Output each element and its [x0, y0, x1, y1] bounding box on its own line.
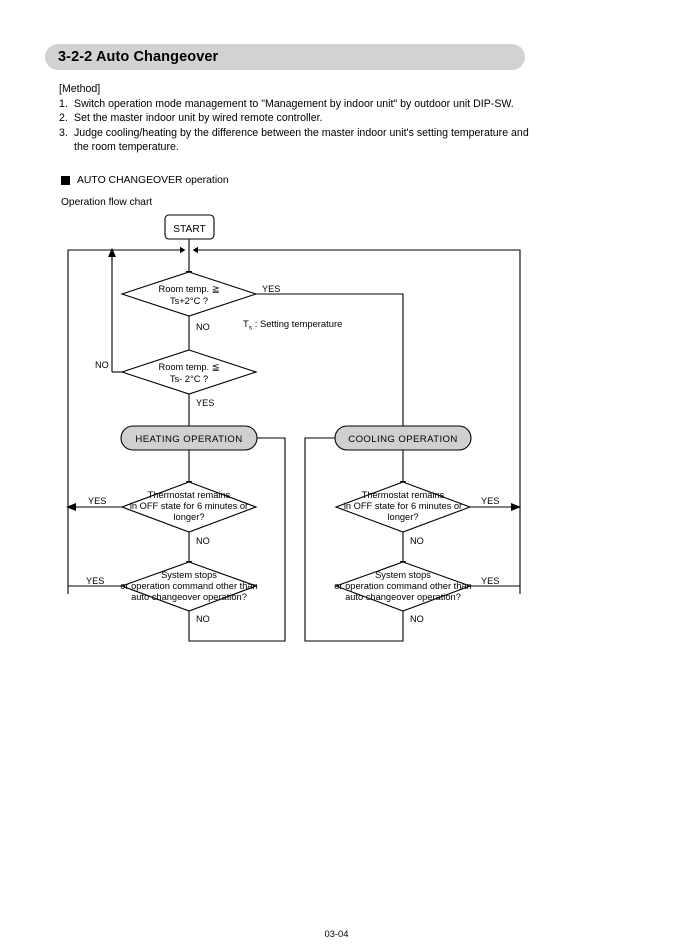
decision-high-line1: Room temp. ≧ [158, 284, 219, 294]
edge-label-stop-left-no: NO [196, 614, 210, 624]
method-item: the room temperature. [59, 140, 619, 155]
page-title: 3-2-2 Auto Changeover [58, 49, 219, 65]
thermostat-left-line2: in OFF state for 6 minutes or [130, 501, 248, 511]
system-stop-left-line1: System stops [161, 570, 217, 580]
node-decision-room-temp-low: Room temp. ≦ Ts- 2°C ? [120, 349, 258, 395]
wire-right-outer-return [192, 246, 521, 594]
node-decision-room-temp-high: Room temp. ≧ Ts+2°C ? [120, 271, 258, 317]
thermostat-left-line3: longer? [173, 512, 204, 522]
system-stop-right-line1: System stops [375, 570, 431, 580]
edge-label-thermo-left-yes: YES [88, 496, 106, 506]
decision-low-line1: Room temp. ≦ [158, 362, 219, 372]
method-item-number: 3. [59, 126, 68, 139]
edge-label-low-no: NO [95, 360, 109, 370]
method-item-text: the room temperature. [74, 141, 179, 154]
edge-label-thermo-right-yes: YES [481, 496, 499, 506]
note-setting-temperature: Ts : Setting temperature [243, 318, 342, 332]
edge-label-low-yes: YES [196, 398, 214, 408]
edge-label-high-no: NO [196, 322, 210, 332]
method-item-text: Set the master indoor unit by wired remo… [74, 112, 323, 125]
cooling-operation-label: COOLING OPERATION [348, 434, 458, 445]
node-thermostat-left: Thermostat remains in OFF state for 6 mi… [120, 481, 258, 533]
method-item-number: 1. [59, 97, 68, 110]
subsection-title: AUTO CHANGEOVER operation [77, 175, 229, 186]
thermostat-right-line3: longer? [387, 512, 418, 522]
black-square-bullet-icon [61, 176, 70, 185]
wire-stop-right-no-loop [304, 437, 404, 642]
flowchart-caption: Operation flow chart [61, 197, 153, 208]
decision-high-line2: Ts+2°C ? [170, 296, 208, 306]
system-stop-right-line2: or operation command other than [334, 581, 471, 591]
edge-label-stop-right-no: NO [410, 614, 424, 624]
method-item-number: 2. [59, 112, 68, 125]
page-number: 03-04 [324, 928, 349, 939]
edge-label-thermo-left-no: NO [196, 536, 210, 546]
method-item: 1. Switch operation mode management to "… [59, 97, 619, 112]
node-start: START [164, 214, 215, 240]
edge-label-stop-left-yes: YES [86, 576, 104, 586]
note-prefix: T [243, 318, 249, 329]
method-item: 3. Judge cooling/heating by the differen… [59, 126, 619, 141]
method-block: [Method] 1. Switch operation mode manage… [59, 82, 619, 155]
method-label: [Method] [59, 83, 101, 95]
decision-low-line2: Ts- 2°C ? [170, 374, 208, 384]
section-header-bar [45, 44, 525, 70]
arrowhead-thermo-right-yes [511, 503, 521, 511]
system-stop-left-line2: or operation command other than [120, 581, 257, 591]
node-cooling-operation: COOLING OPERATION [334, 425, 472, 451]
method-item-text: Switch operation mode management to "Man… [74, 97, 514, 110]
method-item-text: Judge cooling/heating by the difference … [74, 126, 529, 139]
arrowhead-low-no-up [108, 248, 116, 257]
note-suffix: : Setting temperature [252, 318, 342, 329]
edge-label-stop-right-yes: YES [481, 576, 499, 586]
node-system-stop-right: System stops or operation command other … [334, 561, 472, 612]
thermostat-right-line2: in OFF state for 6 minutes or [344, 501, 462, 511]
edge-label-high-yes: YES [262, 284, 280, 294]
node-system-stop-left: System stops or operation command other … [120, 561, 258, 612]
thermostat-right-line1: Thermostat remains [362, 490, 445, 500]
system-stop-left-line3: auto changeover operation? [131, 592, 247, 602]
note-subscript: s [249, 325, 253, 332]
subsection-heading: AUTO CHANGEOVER operation [61, 175, 229, 186]
thermostat-left-line1: Thermostat remains [148, 490, 231, 500]
method-item: 2. Set the master indoor unit by wired r… [59, 111, 619, 126]
connector-layer [66, 239, 521, 642]
wire-left-outer-return [67, 246, 186, 594]
wire-stop-left-no-loop [188, 437, 286, 642]
wire-high-yes-to-cooling [256, 293, 407, 432]
system-stop-right-line3: auto changeover operation? [345, 592, 461, 602]
heating-operation-label: HEATING OPERATION [135, 434, 242, 445]
node-thermostat-right: Thermostat remains in OFF state for 6 mi… [334, 481, 472, 533]
edge-label-thermo-right-no: NO [410, 536, 424, 546]
start-label: START [173, 224, 205, 235]
node-heating-operation: HEATING OPERATION [120, 425, 258, 451]
arrowhead-thermo-left-yes [66, 503, 76, 511]
